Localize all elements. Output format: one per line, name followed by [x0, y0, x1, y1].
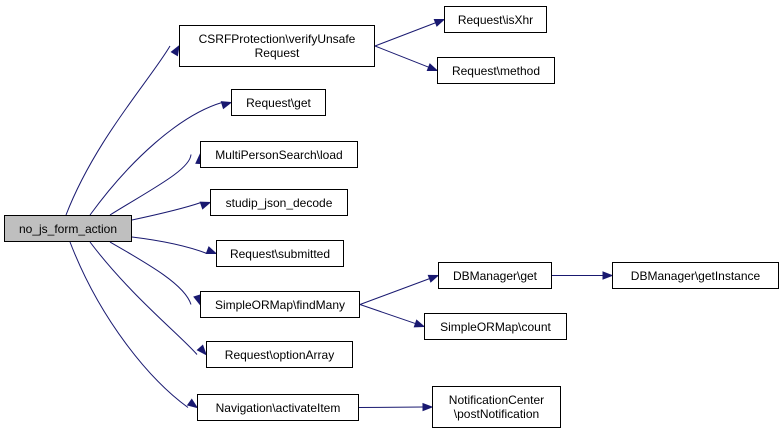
edge-root-json-arrowhead — [199, 201, 212, 210]
edge-root-nav — [69, 241, 189, 408]
edge-root-submitted — [131, 236, 208, 254]
edge-findmany-dbget — [359, 278, 430, 305]
node-isxhr[interactable]: Request\isXhr — [444, 6, 547, 33]
edge-csrf-method — [374, 45, 429, 68]
edge-root-nav-arrowhead — [186, 398, 199, 409]
edge-root-submitted-arrowhead — [205, 246, 218, 255]
edge-root-csrf-arrowhead — [170, 44, 180, 57]
node-mps[interactable]: MultiPersonSearch\load — [200, 141, 358, 168]
edge-root-optarray-arrowhead — [196, 344, 207, 356]
edge-nav-notif-arrowhead — [422, 402, 434, 412]
edge-findmany-dbget-arrowhead — [427, 274, 440, 283]
node-optarray[interactable]: Request\optionArray — [206, 341, 353, 368]
edge-root-mps — [109, 154, 192, 216]
node-method[interactable]: Request\method — [437, 57, 555, 84]
edge-findmany-count-arrowhead — [413, 319, 426, 328]
edge-root-csrf — [65, 45, 171, 216]
node-submitted[interactable]: Request\submitted — [216, 240, 344, 267]
edge-root-optarray — [89, 241, 198, 355]
node-get[interactable]: Request\get — [231, 89, 326, 116]
node-json[interactable]: studip_json_decode — [210, 189, 348, 216]
node-notif[interactable]: NotificationCenter \postNotification — [432, 386, 561, 428]
edge-root-get — [89, 102, 223, 216]
edge-csrf-isxhr-arrowhead — [433, 18, 446, 27]
node-root[interactable]: no_js_form_action — [4, 215, 132, 242]
node-nav[interactable]: Navigation\activateItem — [197, 394, 359, 421]
node-count[interactable]: SimpleORMap\count — [424, 313, 567, 340]
node-dbinst[interactable]: DBManager\getInstance — [612, 262, 779, 289]
edge-root-get-arrowhead — [220, 101, 233, 110]
edge-root-json — [131, 202, 202, 221]
node-csrf[interactable]: CSRFProtection\verifyUnsafe Request — [179, 25, 375, 67]
edge-root-findmany — [109, 241, 192, 305]
edge-dbget-dbinst-arrowhead — [602, 271, 614, 280]
node-dbget[interactable]: DBManager\get — [438, 262, 552, 289]
edge-csrf-method-arrowhead — [426, 63, 439, 72]
edge-findmany-count — [359, 304, 416, 325]
node-findmany[interactable]: SimpleORMap\findMany — [200, 291, 360, 318]
edge-csrf-isxhr — [374, 22, 436, 47]
